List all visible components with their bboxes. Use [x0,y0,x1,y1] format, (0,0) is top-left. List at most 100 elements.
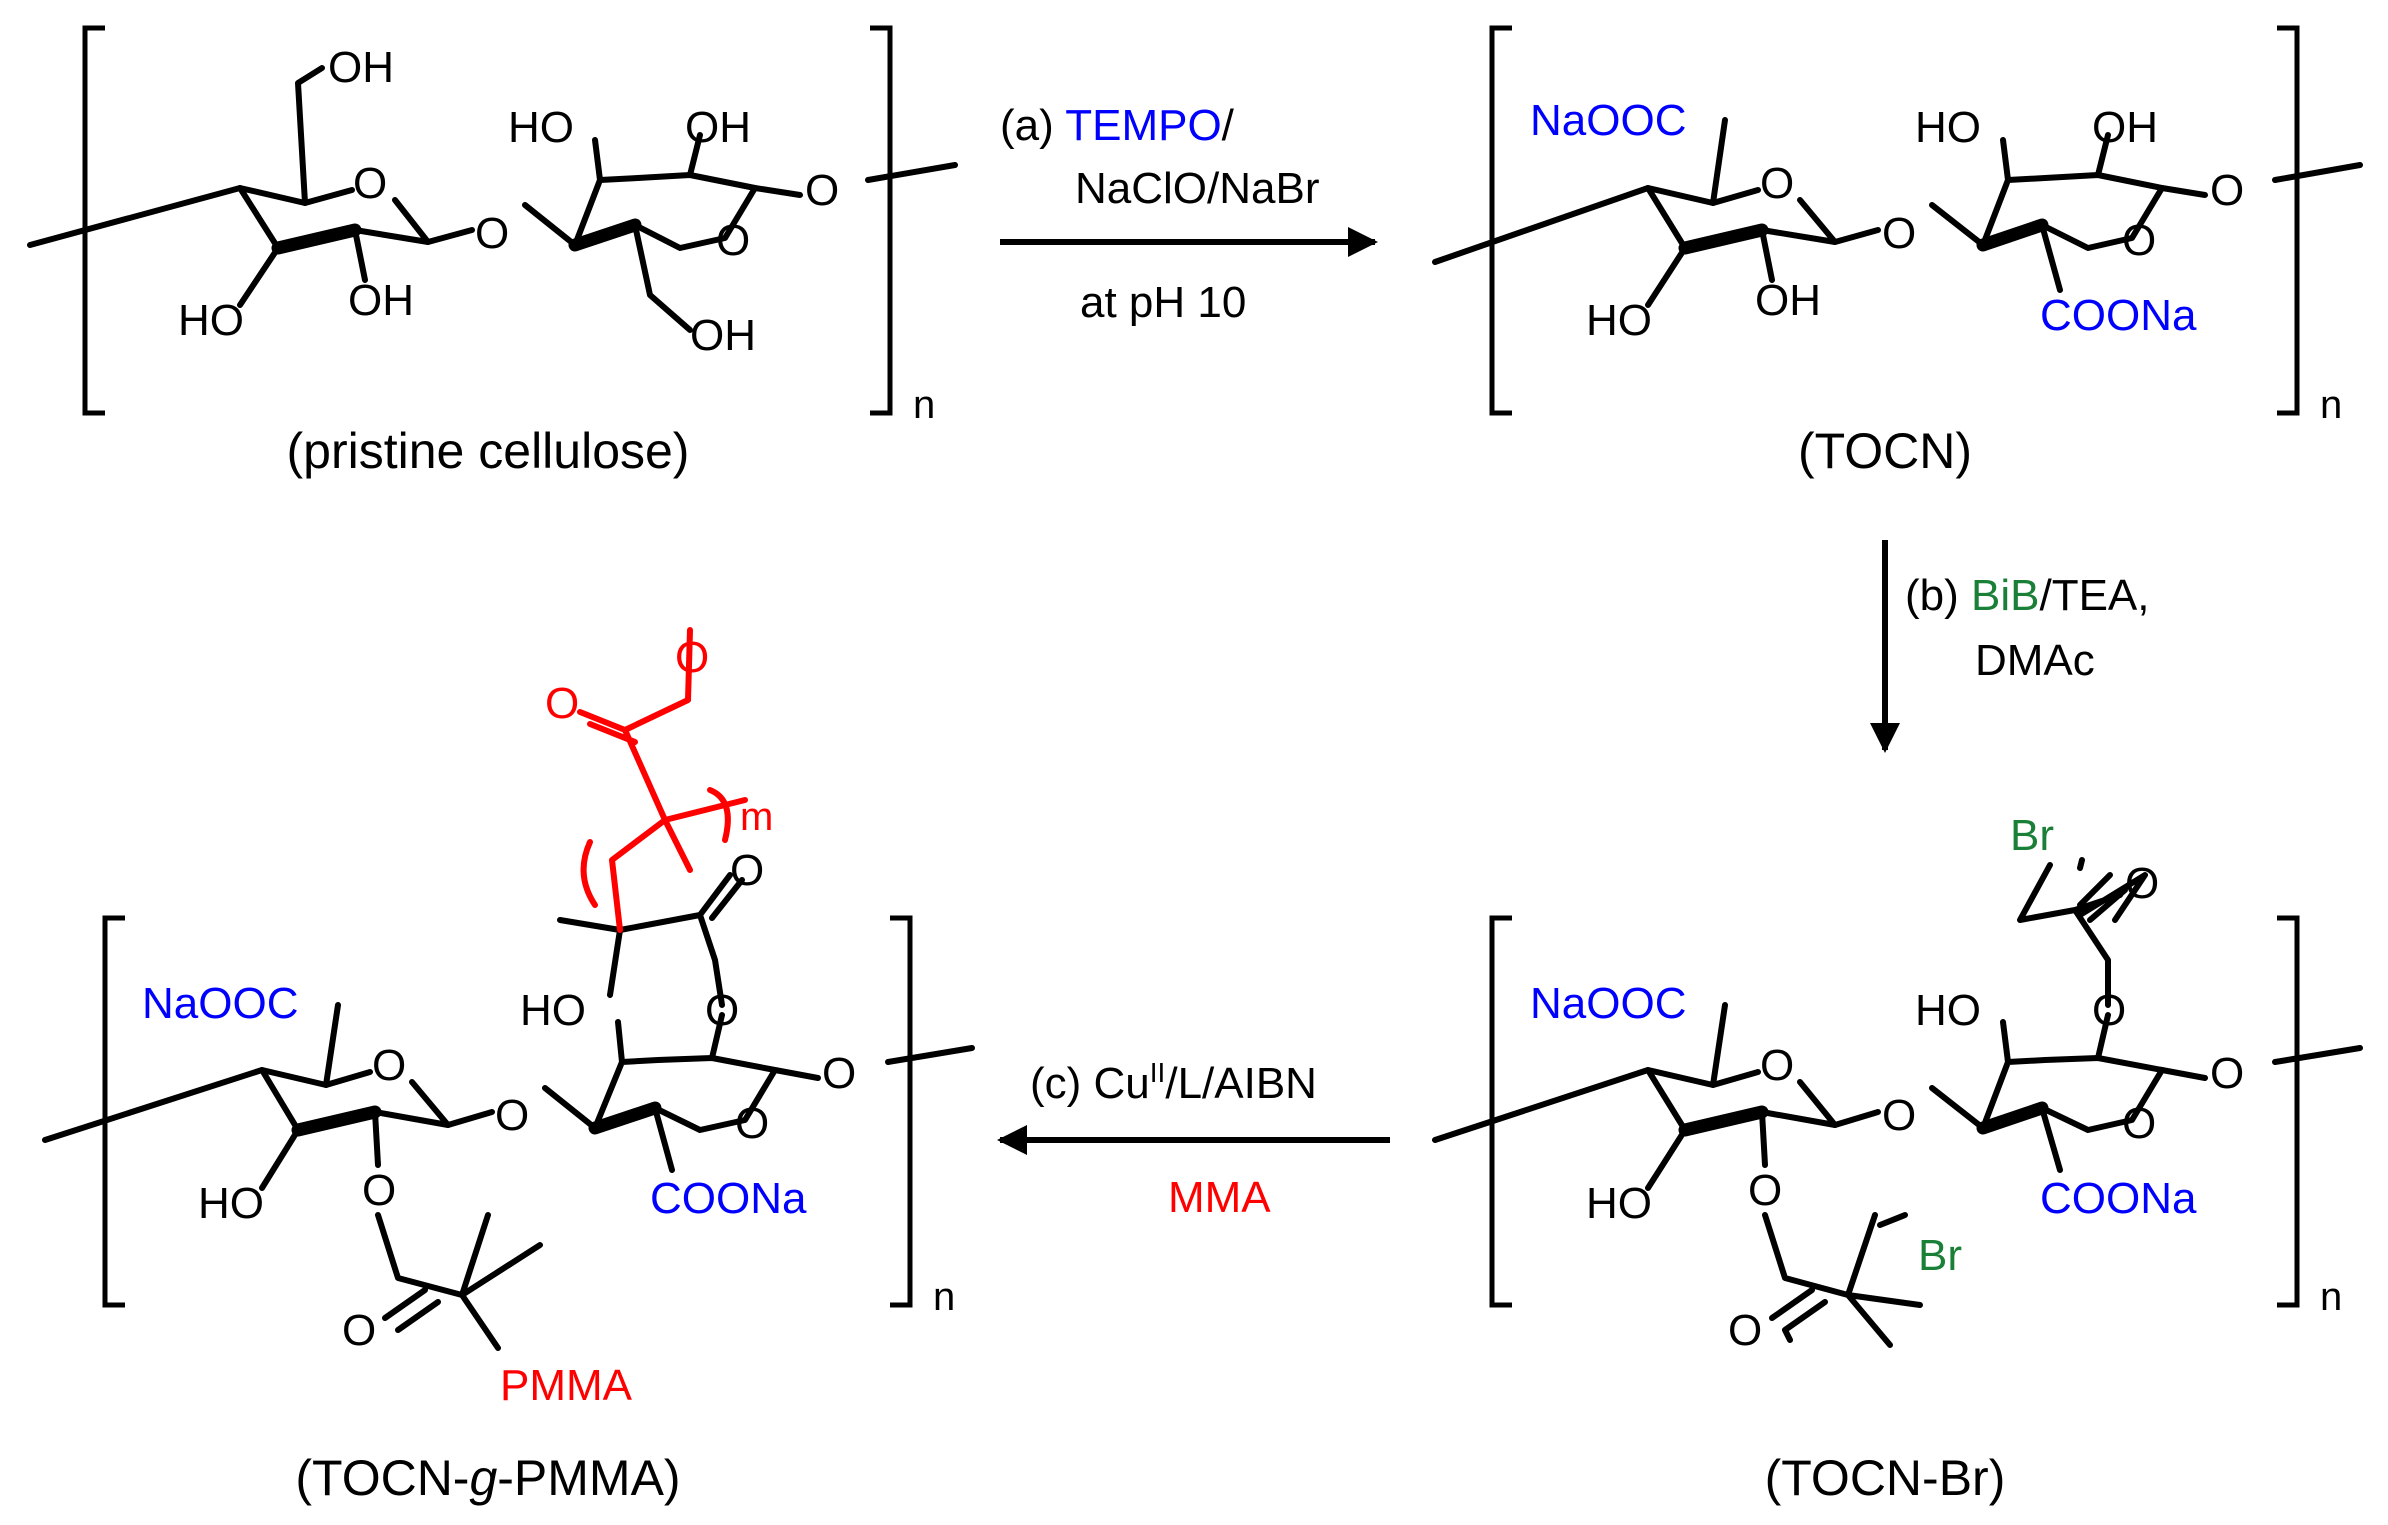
ho-label: HO [520,986,586,1035]
caption-tocn-g-pmma: (TOCN-g-PMMA) [295,1450,680,1506]
ring-1-wedge [1678,223,1769,255]
end-o-label: O [2210,166,2244,215]
naooc-label: NaOOC [1530,96,1686,145]
step-c-conditions-line1: (c) CuII/L/AIBN [1030,1057,1317,1108]
oh-label: OH [685,103,751,152]
pmma-chain [577,627,748,933]
ring-1-ester [1762,1212,1923,1348]
ring-o-label: O [1760,159,1794,208]
ring-o-label: O [372,1041,406,1090]
coona-label: COONa [2040,1174,2197,1223]
ring-2-substituents [2000,1012,2363,1173]
oh-label: OH [1755,276,1821,325]
bracket-right [2277,25,2300,416]
ring-o-label: O [735,1099,769,1148]
coona-label: COONa [650,1174,807,1223]
ho-label: HO [1586,1179,1652,1228]
ring-o-label: O [353,159,387,208]
ester-o-label: O [705,986,739,1035]
step-b-conditions-line2: DMAc [1975,636,2095,685]
ring-o-label: O [716,216,750,265]
ring-2-ester [2017,857,2148,1008]
ring-o-label: O [1760,1041,1794,1090]
ring-1-substituents [1432,117,1881,308]
bracket-left [1489,915,1512,1308]
tocn-structure: NaOOC O HO OH O HO OH O O COONa n [1432,25,2363,427]
ring-2-substituents [592,132,958,333]
carbonyl-o-label: O [1728,1306,1762,1355]
step-a-conditions-line3: at pH 10 [1080,278,1246,327]
ring-2-ester-carbonyl [2077,872,2128,923]
bracket-left [1489,25,1512,416]
repeat-n: n [2320,1275,2342,1319]
ring-o-label: O [2122,216,2156,265]
ester-o-label: O [2092,986,2126,1035]
ho-label: HO [508,103,574,152]
step-c-conditions-line2: MMA [1168,1173,1271,1222]
pmma-carbonyl-o-label: O [545,679,579,728]
step-b-conditions-line1: (b) BiB/TEA, [1905,571,2150,620]
oh-label: OH [2092,103,2158,152]
ring-2-substituents [2000,132,2363,293]
ring-2-ester [557,872,745,1008]
ester-o-label: O [362,1166,396,1215]
tocn-g-pmma-structure: NaOOC O HO O O PMMA O HO O O O COONa O O… [42,627,975,1410]
ring-1-wedge [1678,1105,1769,1137]
bracket-left [82,25,105,416]
pmma-label: PMMA [500,1361,633,1410]
carbonyl-o-label: O [2125,859,2159,908]
ring-1-wedge [271,223,362,255]
naooc-label: NaOOC [142,979,298,1028]
bridge-o-label: O [475,209,509,258]
caption-pristine-cellulose: (pristine cellulose) [287,423,690,479]
step-a-conditions-line2: NaClO/NaBr [1075,164,1320,213]
step-a-conditions-line1: (a) TEMPO/ [1000,101,1235,150]
pmma-ester-o-label: O [675,633,709,682]
repeat-n: n [2320,383,2342,427]
pmma-bracket-left [580,839,598,908]
pristine-cellulose-structure: OH O HO OH O HO OH O O OH n [27,25,958,427]
ho-label: HO [198,1179,264,1228]
ring-2-wedge [588,1101,662,1135]
bracket-right [870,25,893,416]
oh-label: OH [690,311,756,360]
carbonyl-o-label: O [730,846,764,895]
ring-o-label: O [2122,1099,2156,1148]
bracket-right [2277,915,2300,1308]
ring-1-wedge [291,1105,382,1137]
repeat-n: n [933,1275,955,1319]
bridge-o-label: O [1882,1091,1916,1140]
ring-2-wedge [1976,1101,2049,1135]
naooc-label: NaOOC [1530,979,1686,1028]
ho-label: HO [178,296,244,345]
coona-label: COONa [2040,291,2197,340]
ester-o-label: O [1748,1166,1782,1215]
ring-2-wedge [1976,218,2049,252]
repeat-n: n [913,383,935,427]
ho-label: HO [1586,296,1652,345]
ho-label: HO [1915,103,1981,152]
bracket-right [890,915,913,1308]
pmma-bracket-right [707,787,731,843]
end-o-label: O [805,166,839,215]
caption-tocn: (TOCN) [1798,423,1972,479]
bridge-o-label: O [1882,209,1916,258]
ring-1-ester [375,1212,543,1351]
ring-1-substituents [42,1002,495,1191]
end-o-label: O [822,1049,856,1098]
oh-label: OH [328,43,394,92]
ring-2-substituents [615,1012,975,1173]
caption-tocn-br: (TOCN-Br) [1765,1450,2006,1506]
end-o-label: O [2210,1049,2244,1098]
ring-1-substituents [1432,1002,1881,1191]
ring-2-wedge [568,218,642,252]
bridge-o-label: O [495,1091,529,1140]
tocn-br-structure: NaOOC O HO O O Br O HO O O O COONa O Br … [1432,811,2363,1355]
br-label: Br [1918,1231,1962,1280]
ho-label: HO [1915,986,1981,1035]
ring-1-substituents [27,65,475,308]
carbonyl-o-label: O [342,1306,376,1355]
bracket-left [102,915,125,1308]
oh-label: OH [348,276,414,325]
